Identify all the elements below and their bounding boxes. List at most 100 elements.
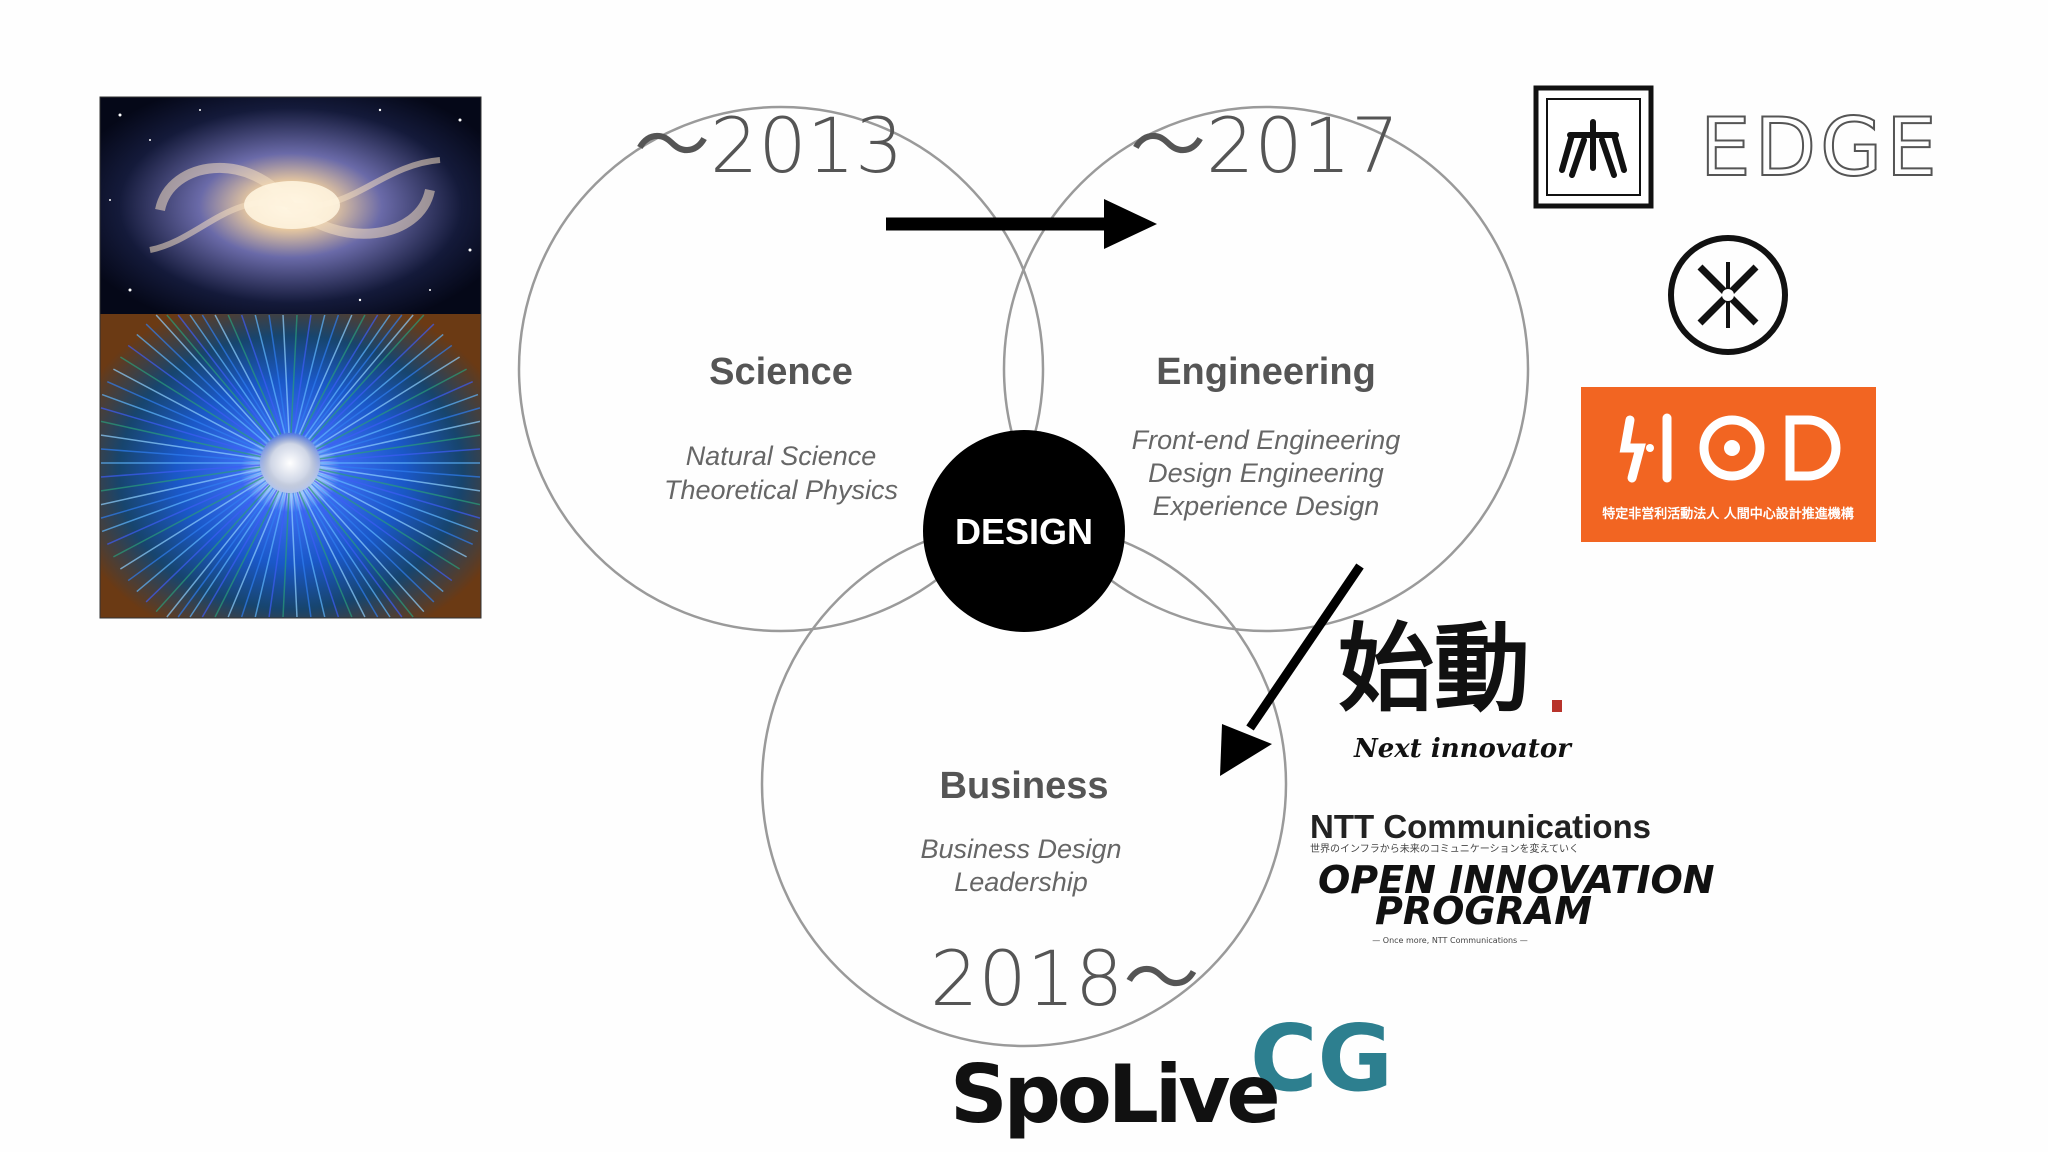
ntt-footer: — Once more, NTT Communications — bbox=[1372, 936, 1528, 945]
collision-ray bbox=[136, 481, 268, 593]
collision-ray bbox=[155, 484, 271, 613]
collision-ray bbox=[101, 393, 263, 454]
collision-ray bbox=[298, 314, 353, 435]
spolive-logo: SpoLive bbox=[950, 1048, 1277, 1141]
collision-ray bbox=[317, 393, 479, 454]
collision-ray bbox=[177, 487, 274, 618]
collision-ray bbox=[290, 492, 298, 618]
collision-ray bbox=[294, 314, 326, 434]
galaxy-stars bbox=[109, 108, 472, 302]
collision-ray bbox=[292, 492, 312, 618]
collision-ray bbox=[100, 468, 261, 506]
design-circle bbox=[923, 430, 1125, 632]
collision-ray bbox=[315, 356, 461, 448]
collision-ray bbox=[214, 490, 280, 618]
hcd-caption: 特定非営利活動法人 人間中心設計推進機構 bbox=[1602, 506, 1854, 522]
collision-ray bbox=[127, 344, 267, 446]
collision-ray bbox=[101, 472, 263, 533]
arrow-science-to-engineering bbox=[886, 199, 1157, 249]
collision-ray bbox=[268, 314, 288, 434]
collision-ray bbox=[119, 478, 265, 570]
cg-text: CG bbox=[1250, 1005, 1393, 1112]
shido-seal bbox=[1552, 700, 1562, 712]
engineering-item: Experience Design bbox=[1153, 491, 1380, 521]
collision-ray bbox=[315, 478, 461, 570]
tokyo-tech-logo bbox=[1533, 85, 1654, 209]
ntt-logo: NTT Communications 世界のインフラから未来のコミュニケーション… bbox=[1310, 808, 1715, 945]
business-item: Business Design bbox=[920, 834, 1121, 864]
collision-ray bbox=[318, 407, 481, 456]
collision-ray bbox=[166, 314, 273, 440]
science-title: Science bbox=[709, 351, 853, 393]
galaxy-core bbox=[244, 181, 340, 229]
science-circle bbox=[517, 105, 1045, 633]
cg-logo: CG bbox=[1250, 1005, 1393, 1112]
collision-ray bbox=[319, 466, 481, 492]
ntt-tagline: 世界のインフラから未来のコミュニケーションを変えていく bbox=[1310, 842, 1579, 855]
collision-ray bbox=[177, 314, 274, 439]
shido-logo: 始動 Next innovator bbox=[1338, 612, 1573, 764]
collision-ray bbox=[100, 434, 261, 460]
collision-ray bbox=[317, 380, 474, 452]
collision-ray bbox=[309, 484, 425, 613]
collision-ray bbox=[317, 472, 479, 533]
collision-ray bbox=[214, 314, 280, 436]
ntt-program-line1: OPEN INNOVATION bbox=[1318, 858, 1715, 902]
collision-ray bbox=[227, 491, 282, 618]
photo-frame bbox=[99, 96, 482, 619]
ntt-title: NTT Communications bbox=[1310, 808, 1651, 845]
collision-ray bbox=[306, 487, 403, 618]
collision-ray bbox=[100, 448, 261, 462]
business-item: Leadership bbox=[954, 867, 1088, 897]
collision-ray bbox=[296, 491, 340, 618]
collision-ray bbox=[189, 314, 276, 438]
collision-ray bbox=[254, 314, 286, 434]
collision-ray bbox=[136, 333, 268, 445]
shido-subtitle: Next innovator bbox=[1353, 734, 1573, 764]
collision-ray bbox=[309, 314, 425, 442]
collision-ray bbox=[113, 368, 264, 450]
collision-ray bbox=[316, 476, 467, 558]
business-year: 2018〜 bbox=[930, 934, 1199, 1023]
collision-ray bbox=[268, 492, 288, 618]
collision-ray bbox=[145, 483, 269, 603]
collision-ray bbox=[302, 489, 379, 618]
collision-ray bbox=[282, 492, 290, 618]
collision-ray bbox=[201, 314, 278, 437]
engineering-year: 〜2017 bbox=[1130, 101, 1399, 190]
collision-ray bbox=[319, 464, 481, 478]
collision-ray bbox=[319, 448, 481, 462]
collision-ray bbox=[113, 476, 264, 558]
science-item: Theoretical Physics bbox=[664, 475, 898, 505]
collision-rays bbox=[100, 314, 481, 618]
collision-ray bbox=[292, 314, 312, 434]
arrow-engineering-to-business bbox=[1220, 563, 1364, 776]
collision-ray bbox=[300, 314, 366, 436]
cross-circle-logo bbox=[1668, 235, 1788, 355]
collision-ray bbox=[311, 483, 435, 603]
business-title: Business bbox=[940, 765, 1109, 807]
collision-ray bbox=[254, 492, 286, 618]
collision-ray bbox=[317, 474, 474, 546]
collision-core bbox=[258, 431, 322, 495]
collision-ray bbox=[312, 333, 444, 445]
collision-ray bbox=[100, 420, 261, 458]
collision-ray bbox=[312, 481, 444, 593]
collision-ray bbox=[304, 314, 391, 438]
collision-ray bbox=[318, 470, 481, 519]
collision-ray bbox=[100, 466, 261, 492]
science-photo bbox=[99, 96, 482, 619]
engineering-circle bbox=[1002, 105, 1530, 633]
collision-ray bbox=[282, 314, 290, 434]
collision-ray bbox=[100, 407, 262, 456]
collision-ray bbox=[300, 490, 366, 618]
collision-ray bbox=[313, 344, 453, 446]
collision-ray bbox=[166, 486, 273, 618]
collision-ray bbox=[155, 314, 271, 442]
science-year: 〜2013 bbox=[634, 101, 903, 190]
collision-ray bbox=[296, 314, 340, 435]
engineering-title: Engineering bbox=[1156, 351, 1376, 393]
collision-ray bbox=[106, 380, 263, 452]
